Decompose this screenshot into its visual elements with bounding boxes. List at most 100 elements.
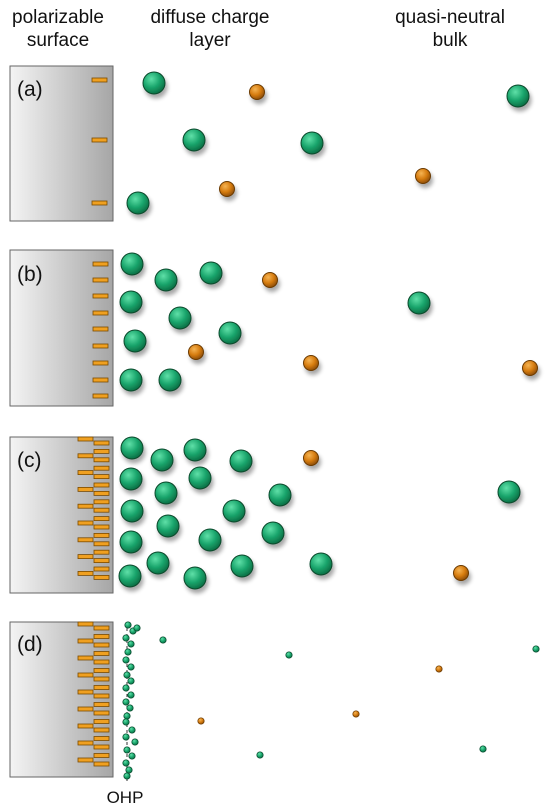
surface-charge	[77, 655, 94, 661]
counter-ion	[222, 499, 246, 523]
counter-ion	[120, 436, 144, 460]
surface-charge	[77, 571, 94, 576]
header-surface-line2: surface	[26, 30, 90, 51]
counter-ion	[128, 752, 136, 760]
counter-ion	[119, 290, 143, 314]
counter-ion	[218, 321, 242, 345]
surface-charge	[92, 343, 109, 349]
counter-ion	[142, 71, 166, 95]
surface-charge	[77, 672, 94, 678]
header-diffuse-line2: layer	[189, 30, 231, 51]
surface-charge	[93, 727, 110, 733]
counter-ion	[532, 645, 540, 653]
counter-ion	[229, 449, 253, 473]
co-ion	[219, 181, 235, 197]
surface-charge	[77, 706, 94, 712]
surface-charge	[77, 486, 94, 492]
surface-charge	[92, 261, 109, 267]
surface-charge	[93, 676, 110, 682]
surface-charge	[77, 757, 94, 763]
counter-ion	[188, 466, 212, 490]
surface-charge	[92, 393, 109, 399]
surface-charge	[93, 659, 110, 665]
electrode-a	[9, 65, 114, 222]
surface-charge	[77, 503, 94, 509]
surface-charge	[93, 474, 110, 480]
counter-ion	[182, 128, 206, 152]
surface-charge	[77, 436, 94, 442]
header-quasi-neutral-bulk: quasi-neutral bulk	[380, 6, 520, 52]
counter-ion	[122, 684, 130, 692]
surface-charge	[91, 200, 108, 206]
surface-charge	[93, 744, 110, 750]
counter-ion	[127, 663, 135, 671]
surface-charge	[93, 465, 110, 471]
surface-charge	[77, 537, 94, 543]
counter-ion	[309, 552, 333, 576]
counter-ion	[125, 766, 133, 774]
counter-ion	[285, 651, 293, 659]
surface-charge	[93, 507, 110, 513]
surface-charge	[92, 277, 109, 283]
ions	[118, 71, 540, 780]
counter-ion	[123, 712, 131, 720]
counter-ion	[199, 261, 223, 285]
counter-ion	[123, 772, 131, 780]
surface-charge	[92, 360, 109, 366]
surface-charge	[77, 689, 94, 695]
surface-charge	[93, 440, 110, 446]
surface-charge	[93, 719, 110, 724]
surface-charge	[77, 520, 94, 526]
counter-ion	[124, 621, 132, 629]
counter-ion	[122, 698, 130, 706]
counter-ion	[198, 528, 222, 552]
counter-ion	[122, 656, 130, 664]
surface-charge	[77, 554, 94, 559]
counter-ion	[407, 291, 431, 315]
co-ion	[522, 360, 538, 376]
counter-ion	[497, 480, 521, 504]
header-surface-line1: polarizable	[12, 7, 104, 28]
co-ion	[249, 84, 265, 100]
counter-ion	[127, 640, 135, 648]
header-diffuse-charge-layer: diffuse charge layer	[130, 6, 290, 52]
counter-ion	[133, 624, 141, 632]
counter-ion	[268, 483, 292, 507]
panel-label-c: (c)	[17, 449, 42, 472]
counter-ion	[230, 554, 254, 578]
counter-ion	[183, 438, 207, 462]
counter-ion	[183, 566, 207, 590]
counter-ion	[127, 691, 135, 699]
counter-ion	[159, 636, 167, 644]
co-ion	[352, 710, 360, 718]
surface-charge	[93, 457, 110, 463]
surface-charge	[92, 377, 109, 383]
counter-ion	[146, 551, 170, 575]
surface-charge	[93, 761, 110, 767]
co-ion	[188, 344, 204, 360]
surface-charge	[93, 541, 110, 547]
counter-ion	[128, 726, 136, 734]
counter-ion	[123, 329, 147, 353]
surface-charge	[93, 702, 110, 707]
surface-charge	[93, 558, 110, 563]
counter-ion	[119, 467, 143, 491]
surface-charge	[93, 516, 110, 521]
counter-ion	[261, 521, 285, 545]
co-ion	[435, 665, 443, 673]
electrode-d	[9, 621, 114, 778]
surface-charge	[77, 740, 94, 746]
surface-charge	[93, 499, 110, 505]
counter-ion	[131, 738, 139, 746]
co-ion	[453, 565, 469, 581]
surface-charge	[93, 524, 110, 530]
surface-charge	[92, 326, 109, 332]
surface-charge	[77, 621, 94, 627]
surface-charge	[93, 634, 110, 639]
header-bulk-line2: bulk	[432, 30, 468, 51]
counter-ion	[168, 306, 192, 330]
surface-charge	[93, 651, 110, 656]
counter-ion	[150, 448, 174, 472]
surface-charges	[77, 77, 110, 767]
ohp-label: OHP	[106, 788, 144, 807]
